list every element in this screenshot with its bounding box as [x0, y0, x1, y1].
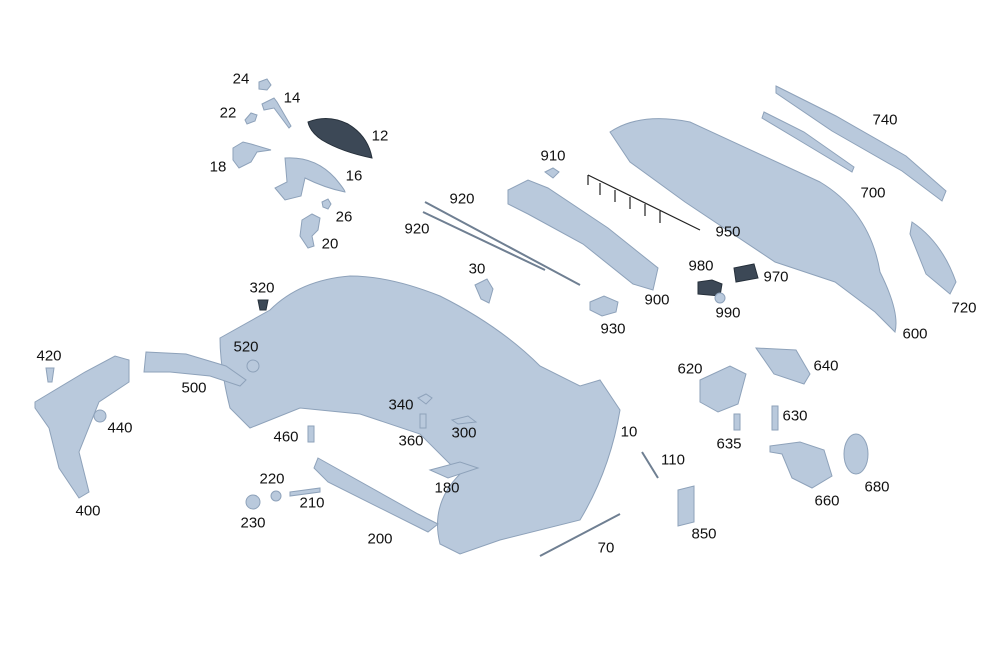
label-320: 320 — [249, 279, 275, 297]
label-850: 850 — [691, 525, 717, 543]
part-930 — [589, 295, 619, 317]
label-640: 640 — [813, 357, 839, 375]
label-210: 210 — [299, 494, 325, 512]
part-400 — [34, 355, 130, 499]
part-600 — [609, 118, 897, 333]
part-500 — [143, 351, 247, 387]
label-360: 360 — [398, 432, 424, 450]
label-920a: 920 — [449, 190, 475, 208]
label-16: 16 — [345, 167, 363, 185]
label-660: 660 — [814, 492, 840, 510]
label-18: 18 — [209, 158, 227, 176]
label-740: 740 — [872, 111, 898, 129]
part-950 — [587, 174, 701, 231]
label-990: 990 — [715, 304, 741, 322]
part-320 — [257, 299, 269, 311]
label-440: 440 — [107, 419, 133, 437]
part-920-rod-a — [424, 201, 581, 286]
part-740 — [775, 85, 947, 202]
label-14: 14 — [283, 89, 301, 107]
part-180 — [428, 461, 480, 479]
part-460 — [307, 425, 315, 443]
label-30: 30 — [468, 260, 486, 278]
label-930: 930 — [600, 320, 626, 338]
part-640 — [755, 347, 811, 385]
part-16 — [274, 157, 346, 201]
part-900 — [507, 179, 659, 291]
part-26 — [321, 198, 332, 210]
part-18 — [232, 141, 272, 169]
part-660 — [769, 441, 833, 489]
part-14 — [261, 97, 292, 129]
part-24 — [258, 78, 272, 91]
part-440 — [93, 409, 107, 423]
label-400: 400 — [75, 502, 101, 520]
part-910 — [544, 167, 560, 179]
label-460: 460 — [273, 428, 299, 446]
label-920b: 920 — [404, 220, 430, 238]
part-850 — [677, 485, 695, 527]
part-680 — [843, 433, 869, 475]
label-500: 500 — [181, 379, 207, 397]
label-220: 220 — [259, 470, 285, 488]
label-20: 20 — [321, 235, 339, 253]
label-970: 970 — [763, 268, 789, 286]
part-12 — [307, 118, 373, 159]
label-420: 420 — [36, 347, 62, 365]
label-980: 980 — [688, 257, 714, 275]
part-720 — [909, 221, 957, 295]
part-635 — [733, 413, 741, 431]
label-910: 910 — [540, 147, 566, 165]
part-420 — [45, 367, 55, 383]
part-920-rod-b — [422, 211, 546, 271]
part-230 — [245, 494, 261, 510]
part-990 — [714, 292, 726, 304]
label-180: 180 — [434, 479, 460, 497]
part-630 — [771, 405, 779, 431]
label-10: 10 — [620, 423, 638, 441]
part-520 — [246, 359, 260, 373]
part-110 — [641, 451, 659, 479]
part-220 — [270, 490, 282, 502]
part-970 — [733, 263, 759, 283]
label-70: 70 — [597, 539, 615, 557]
label-300: 300 — [451, 424, 477, 442]
label-340: 340 — [388, 396, 414, 414]
label-520: 520 — [233, 338, 259, 356]
label-600: 600 — [902, 325, 928, 343]
part-70 — [539, 513, 621, 557]
part-980 — [697, 279, 723, 297]
part-340 — [417, 393, 433, 405]
label-630: 630 — [782, 407, 808, 425]
part-700 — [761, 111, 855, 173]
label-24: 24 — [232, 70, 250, 88]
part-360 — [419, 413, 427, 429]
label-620: 620 — [677, 360, 703, 378]
label-950: 950 — [715, 223, 741, 241]
label-900: 900 — [644, 291, 670, 309]
label-12: 12 — [371, 127, 389, 145]
part-22 — [244, 112, 258, 125]
part-30 — [474, 278, 494, 304]
label-700: 700 — [860, 184, 886, 202]
label-680: 680 — [864, 478, 890, 496]
part-620 — [699, 365, 747, 413]
label-110: 110 — [661, 451, 685, 469]
label-230: 230 — [240, 514, 266, 532]
label-635: 635 — [716, 435, 742, 453]
part-210 — [289, 487, 321, 497]
part-20 — [299, 213, 321, 249]
label-26: 26 — [335, 208, 353, 226]
part-200 — [313, 457, 439, 533]
label-200: 200 — [367, 530, 393, 548]
label-720: 720 — [951, 299, 977, 317]
part-300 — [450, 415, 478, 425]
label-22: 22 — [219, 104, 237, 122]
